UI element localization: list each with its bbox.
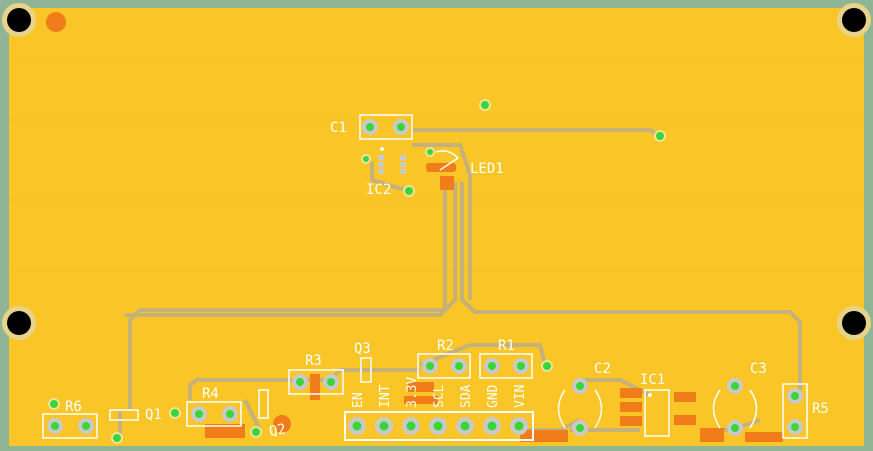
mounting-hole-top-left	[2, 3, 36, 37]
label-r1: R1	[498, 338, 515, 354]
label-ic2: IC2	[366, 182, 391, 198]
smd-pads	[205, 163, 783, 442]
pin-header	[344, 411, 534, 441]
label-c2: C2	[594, 361, 611, 377]
label-r4: R4	[202, 386, 219, 402]
led1-outline	[435, 150, 460, 171]
ic2-pin1-dot	[380, 147, 384, 151]
r3-footprint	[288, 369, 344, 395]
c1-footprint	[359, 114, 413, 140]
label-r6: R6	[65, 399, 82, 415]
q1-footprint	[109, 409, 139, 421]
copper-hatching	[9, 59, 864, 271]
r4-footprint	[186, 401, 242, 427]
header-pin-label: INT	[378, 384, 393, 408]
ic1-pin1-dot	[648, 393, 652, 397]
fiducial-marker-top	[46, 12, 66, 32]
header-pin-label: 3.3V	[405, 377, 420, 408]
label-c3: C3	[750, 361, 767, 377]
label-r3: R3	[305, 353, 322, 369]
label-ic1: IC1	[640, 372, 665, 388]
fiducial-marker-bottom	[273, 415, 291, 433]
c2-footprint	[557, 378, 603, 436]
vias	[111, 99, 666, 444]
header-pad-hole-2	[406, 421, 416, 431]
label-q3: Q3	[354, 341, 371, 357]
ic1-outline	[644, 389, 670, 437]
r1-footprint	[479, 353, 533, 379]
header-pad-hole-0	[352, 421, 362, 431]
ic2-pads	[378, 155, 406, 174]
label-r5: R5	[812, 401, 829, 417]
header-pin-label: EN	[351, 392, 366, 408]
q3-footprint	[360, 357, 372, 383]
mounting-hole-top-right	[837, 3, 871, 37]
label-led1: LED1	[470, 161, 504, 177]
label-r2: R2	[437, 338, 454, 354]
c3-footprint	[712, 378, 758, 436]
header-pin-label: SCL	[432, 384, 447, 408]
header-pad-hole-3	[433, 421, 443, 431]
mounting-hole-mid-right	[837, 306, 871, 340]
header-pin-labels: EN INT 3.3V SCL SDA GND VIN	[351, 377, 528, 408]
r6-footprint	[42, 398, 98, 439]
q2-footprint	[258, 389, 269, 419]
header-pad-hole-4	[460, 421, 470, 431]
header-pad-hole-6	[514, 421, 524, 431]
header-pin-label: SDA	[459, 384, 474, 408]
header-pin-label: GND	[486, 384, 501, 408]
header-pad-hole-1	[379, 421, 389, 431]
label-c1: C1	[330, 120, 347, 136]
label-q1: Q1	[145, 407, 162, 423]
r2-footprint	[417, 353, 471, 379]
header-pin-label: VIN	[513, 385, 528, 408]
r5-footprint	[782, 383, 808, 439]
label-q2: Q2	[268, 421, 287, 440]
header-pad-hole-5	[487, 421, 497, 431]
mounting-hole-mid-left	[2, 306, 36, 340]
copper-pour	[9, 8, 864, 446]
